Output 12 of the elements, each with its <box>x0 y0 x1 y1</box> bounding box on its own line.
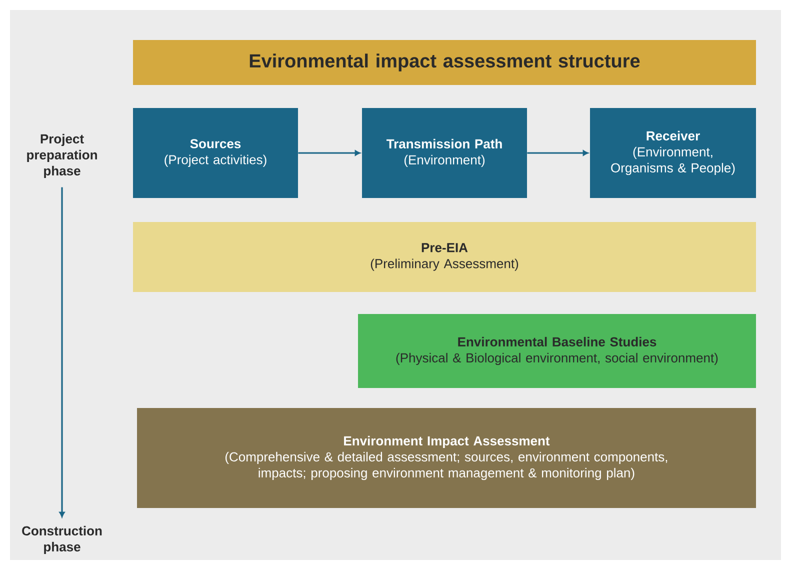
title-banner: Evironmental impact assessment structure <box>133 40 756 85</box>
stage-band: Environmental Baseline Studies (Physical & Biological environment, social environment) <box>358 314 756 388</box>
stage-band: Environment Impact Assessment (Comprehensive & detailed assessment; sources, environment components, impacts; proposing environment management & monitoring plan) <box>137 408 756 508</box>
arrow <box>59 187 65 518</box>
arrow <box>527 150 588 156</box>
process-box: Transmission Path (Environment) <box>362 108 527 198</box>
phase-label: Construction phase <box>22 526 102 554</box>
phase-label: Project preparation phase <box>27 134 97 178</box>
arrow <box>298 150 360 156</box>
process-box: Sources (Project activities) <box>133 108 298 198</box>
process-box: Receiver (Environment, Organisms & People) <box>590 108 756 198</box>
stage-band: Pre-EIA (Preliminary Assessment) <box>133 222 756 292</box>
